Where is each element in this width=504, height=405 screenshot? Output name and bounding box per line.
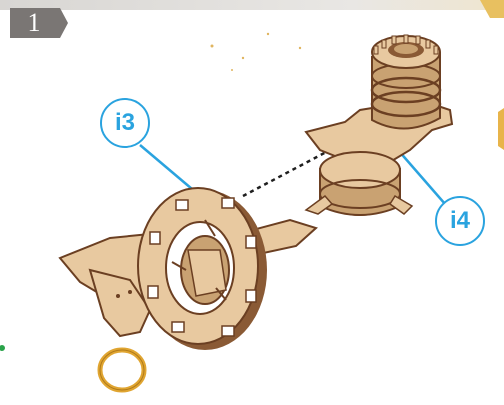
- edge-fragment-top-right: [480, 0, 504, 18]
- part-i3: [60, 188, 316, 390]
- callout-i3: i3: [100, 98, 150, 148]
- edge-fragment-right: [498, 108, 504, 150]
- assembly-dashed-line: [243, 150, 330, 196]
- edge-fragment-left: [0, 345, 5, 351]
- part-i4: [306, 35, 452, 216]
- callout-i4: i4: [435, 196, 485, 246]
- sparkles: [211, 33, 302, 71]
